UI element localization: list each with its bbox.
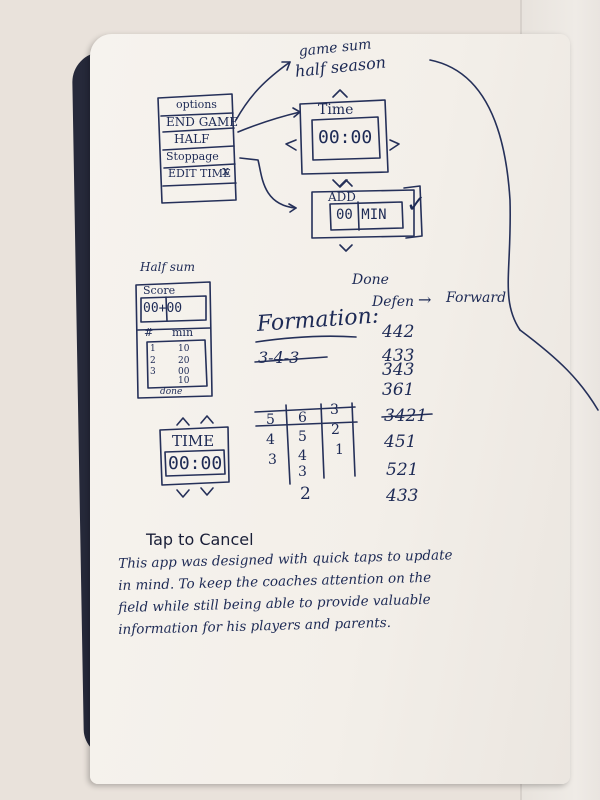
grid-col1-number: 4 [266,432,275,448]
score-row-num: 3 [150,367,156,377]
formation-option[interactable]: 433 [382,346,415,366]
add-value[interactable]: 00 MIN [336,207,387,223]
score-done-label[interactable]: done [160,387,183,397]
score-header-number: # [144,326,154,339]
time-label: Time [318,102,354,118]
grid-col2-number: 6 [298,410,307,426]
score-row-num: 2 [150,356,156,366]
grid-col2-number: 4 [298,448,307,464]
time2-value[interactable]: 00:00 [168,453,223,474]
formation-forward: Forward [446,290,507,306]
half-sum-label: Half sum [140,260,195,274]
menu-close-mark[interactable]: x [222,164,230,179]
formation-option[interactable]: 442 [382,322,415,342]
time-value[interactable]: 00:00 [318,127,373,148]
formation-option[interactable]: 343 [382,360,415,380]
score-row-min: 20 [178,356,190,366]
menu-item-options[interactable]: options [176,98,217,111]
formation-option[interactable]: 521 [386,460,419,480]
grid-col3-number: 1 [335,442,344,458]
grid-col1-number: 3 [268,452,277,468]
grid-col1-number: 5 [266,412,275,428]
crossed-out-formation: 3-4-3 [258,348,300,367]
score-header-min: min [172,326,194,339]
score-row-min: 00 [178,367,190,377]
grid-col3-number: 3 [330,402,339,418]
score-row-min: 10 [178,344,190,354]
tap-to-cancel-heading: Tap to Cancel [146,530,254,549]
formation-option[interactable]: 433 [386,486,419,506]
menu-item-end-game[interactable]: END GAME [166,115,238,129]
score-row-num: 1 [150,344,156,354]
add-check-mark[interactable]: ✓ [406,190,427,218]
grid-col2-number: 3 [298,464,307,480]
grid-bottom-number: 2 [300,484,311,504]
score-value[interactable]: 00+00 [143,301,183,316]
formation-arrow: → [418,290,432,309]
score-label: Score [143,284,176,297]
formation-option[interactable]: 451 [384,432,417,452]
grid-col2-number: 5 [298,429,307,445]
formation-option[interactable]: 361 [382,380,415,400]
score-row-min: 10 [178,376,190,386]
formation-default: Defen [372,294,414,310]
grid-col3-number: 2 [331,422,340,438]
done-label[interactable]: Done [352,272,389,288]
add-label: ADD [328,190,356,204]
menu-item-half[interactable]: HALF [174,132,210,146]
menu-item-edit-time[interactable]: EDIT TIME [168,167,232,180]
menu-item-stoppage[interactable]: Stoppage [166,150,219,163]
time2-label: TIME [172,432,215,450]
formation-option-crossed: 3421 [384,406,428,426]
